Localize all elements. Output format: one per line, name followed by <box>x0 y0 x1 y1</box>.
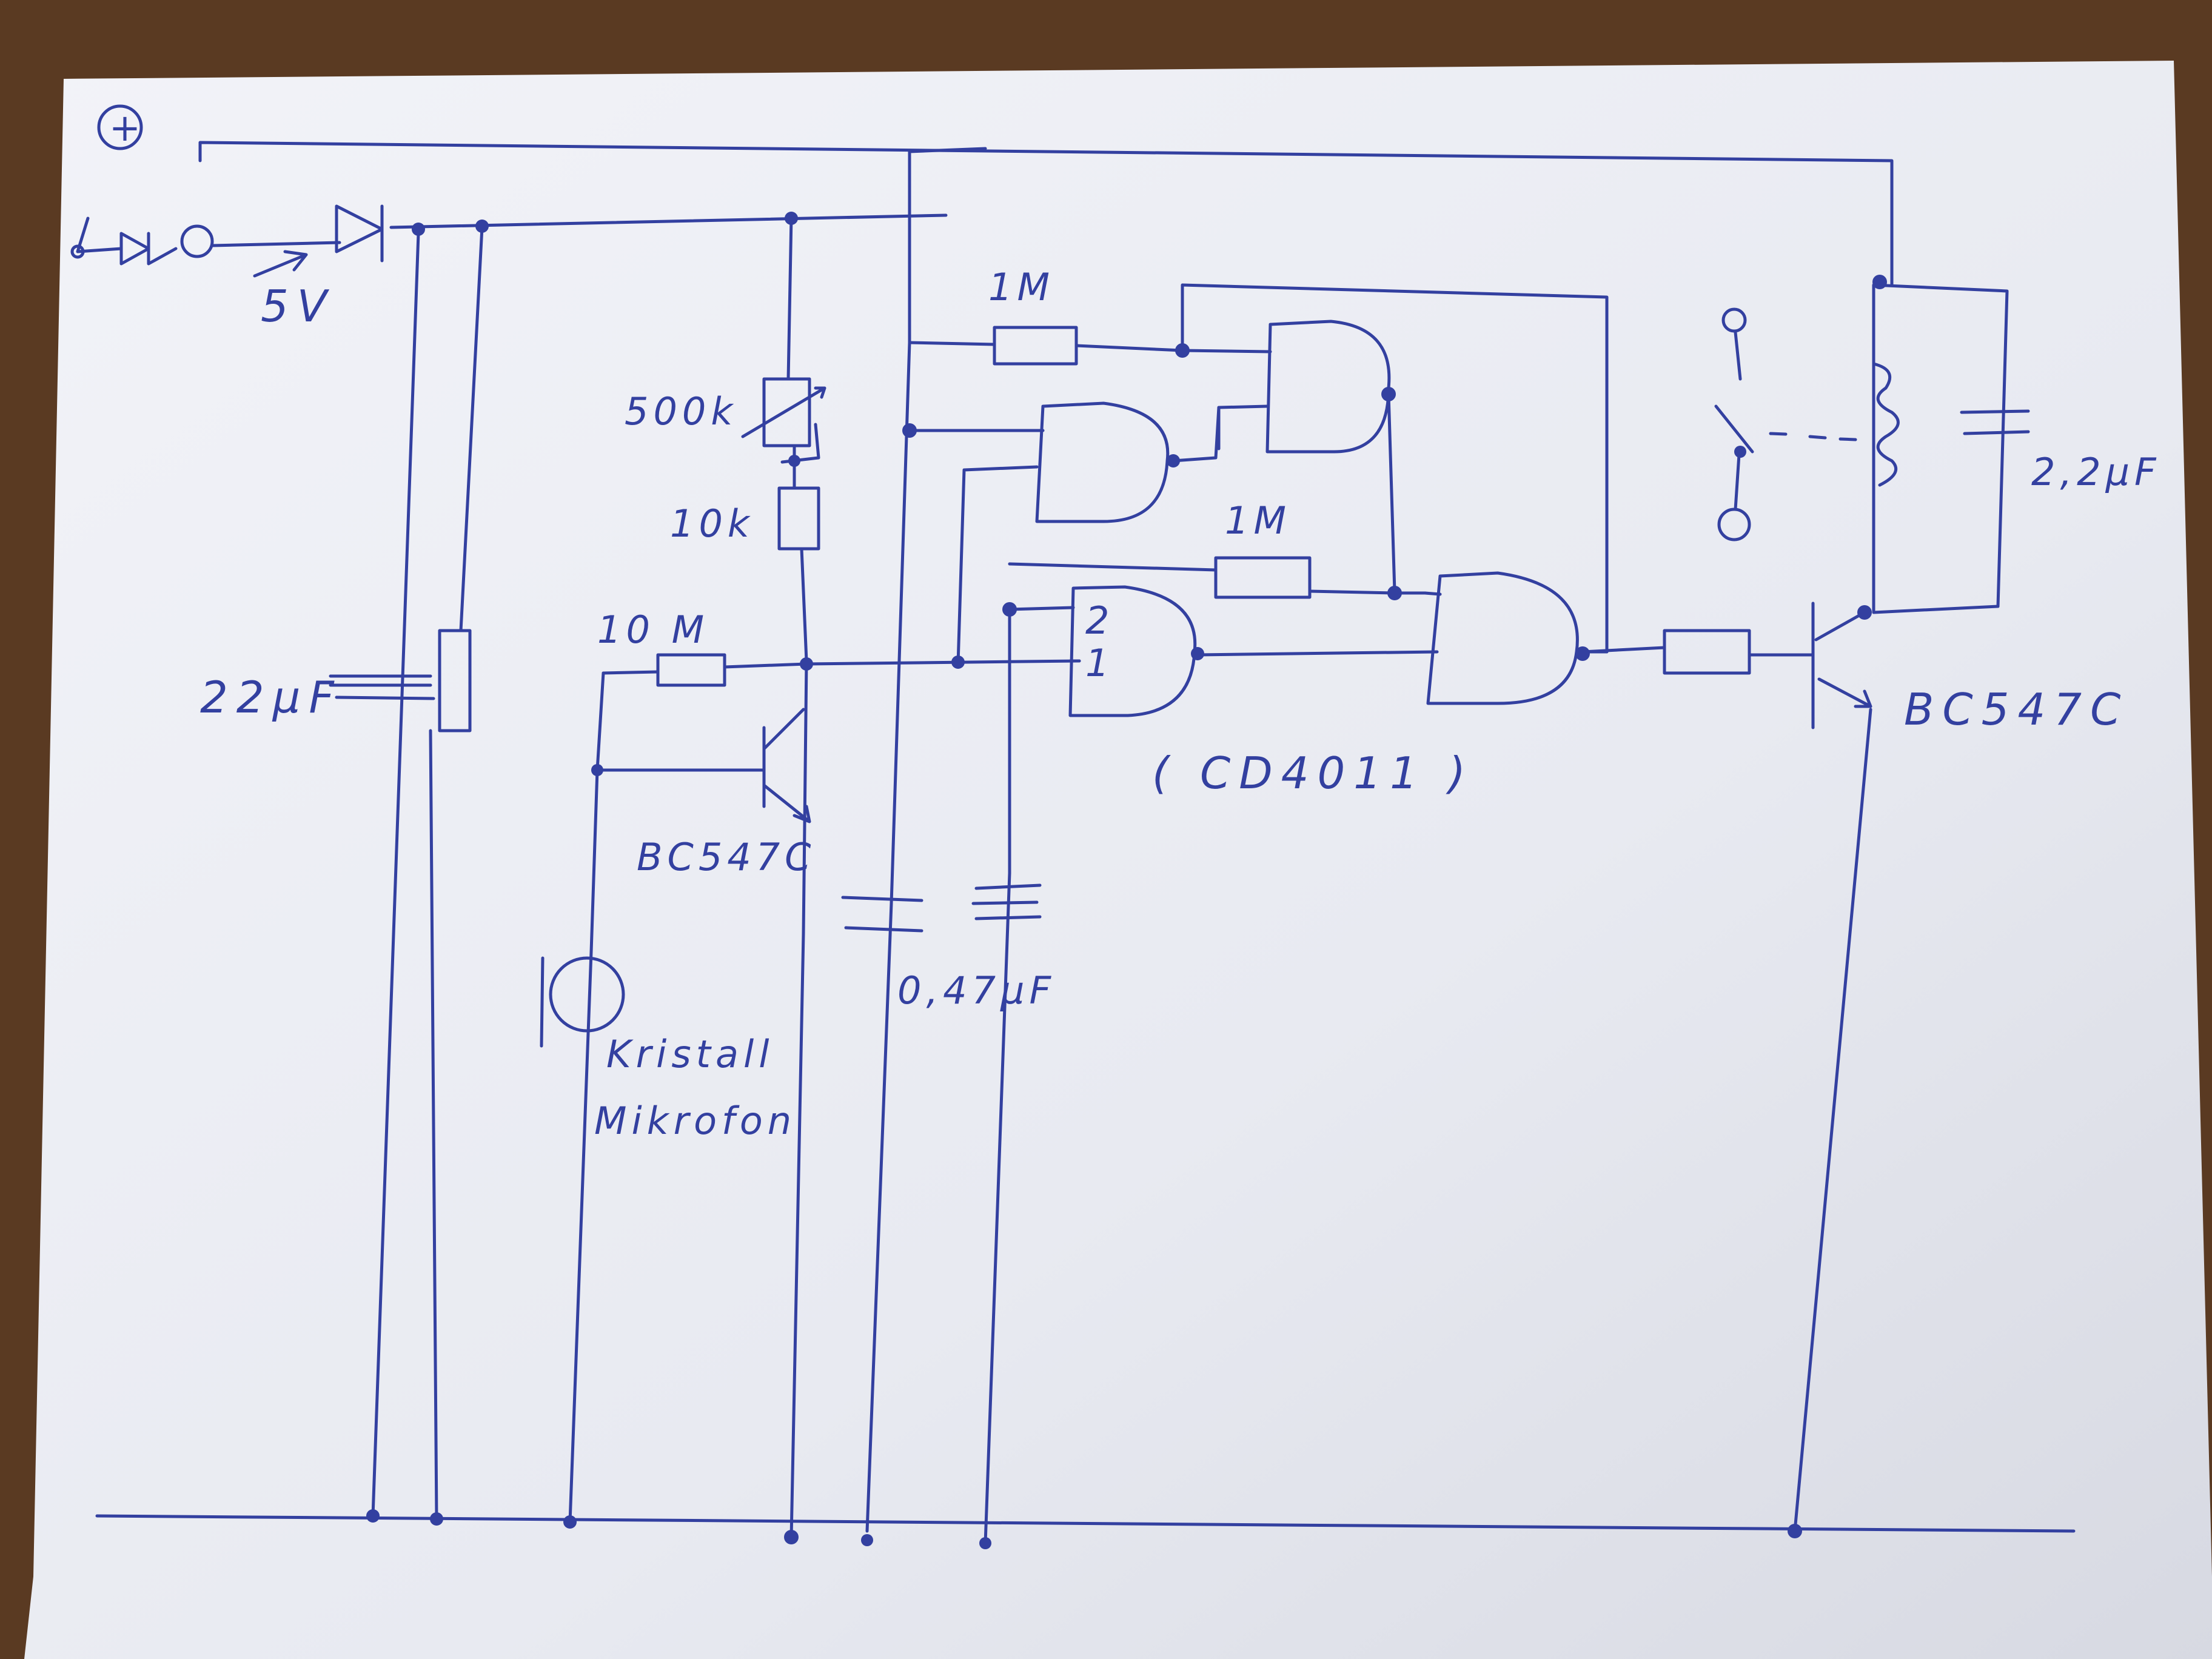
label-r10k: 10k <box>670 501 754 546</box>
label-plus: + <box>109 106 146 150</box>
transistor-1 <box>762 708 811 823</box>
label-r10m: 10 M <box>597 608 709 652</box>
paper-sheet <box>24 61 2212 1659</box>
cap-22uf-plate-a <box>329 674 432 687</box>
label-gate-in1: 1 <box>1085 641 1114 685</box>
label-gate-in2: 2 <box>1085 598 1114 643</box>
label-transistor2: BC547C <box>1904 684 2129 735</box>
supply-rail-top <box>198 141 1894 287</box>
jack-terminal <box>180 224 214 258</box>
cap-047-b <box>971 883 1042 920</box>
plus-terminal-circle <box>97 104 143 150</box>
cap-22uf-body <box>438 629 472 732</box>
diode-1 <box>119 232 178 266</box>
resistor-10m <box>656 653 726 687</box>
label-r1m-mid: 1M <box>1225 498 1291 543</box>
ground-rail <box>95 1514 2076 1533</box>
label-mic-line2: Mikrofon <box>594 1099 796 1143</box>
label-transistor1: BC547C <box>637 835 816 879</box>
relay-contact-top <box>1721 307 1747 333</box>
label-cap22: 22µF <box>200 672 343 723</box>
transistor-2 <box>1811 602 1872 729</box>
label-voltage: 5V <box>261 281 335 332</box>
resistor-1m-mid <box>1214 556 1312 599</box>
resistor-out <box>1663 629 1751 675</box>
label-pot: 500k <box>625 389 737 434</box>
label-mic-line1: Kristall <box>606 1032 774 1076</box>
resistor-10k <box>777 486 820 551</box>
relay-coil <box>1872 362 1900 487</box>
crystal-microphone <box>549 956 625 1033</box>
label-cap047: 0,47µF <box>897 968 1056 1013</box>
cap-047-a <box>841 896 923 933</box>
diode-2 <box>335 204 384 263</box>
arrow-5v <box>253 250 308 278</box>
cap-22uf-plate-b <box>335 695 435 700</box>
cap-2-2uf <box>1960 409 2030 435</box>
label-ic: ( CD4011 ) <box>1152 748 1474 799</box>
label-cap22b: 2,2µF <box>2031 450 2161 494</box>
label-r1m-top: 1M <box>988 265 1054 309</box>
potentiometer-500k <box>762 377 811 447</box>
